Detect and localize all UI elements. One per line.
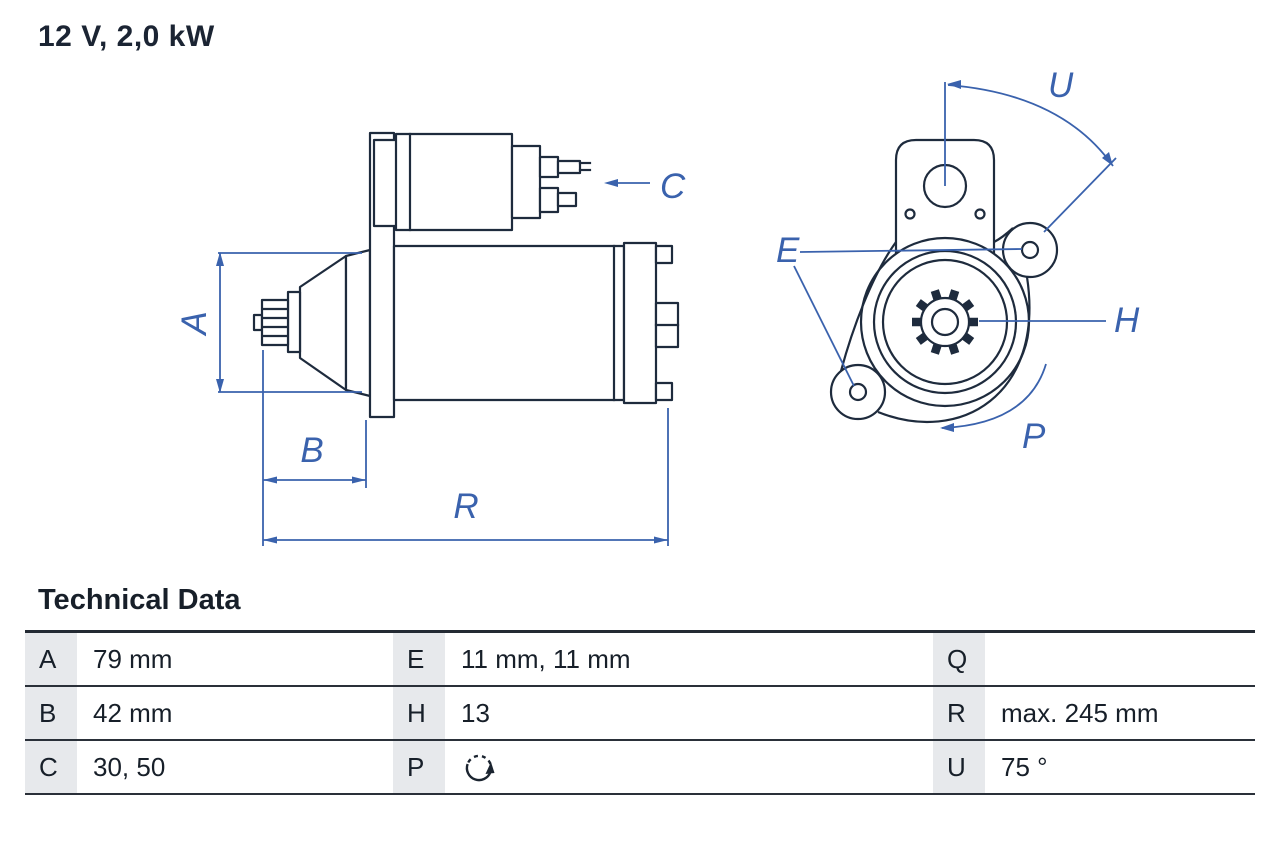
product-spec-title: 12 V, 2,0 kW [38, 20, 215, 53]
spec-value-b: 42 mm [93, 697, 173, 728]
spec-key-a: A [25, 633, 77, 685]
spec-key-b: B [25, 687, 77, 739]
technical-data-table: A 79 mm E 11 mm, 11 mm Q B 42 mm H 13 R … [25, 630, 1255, 795]
solenoid [372, 132, 592, 232]
dimension-a: A [175, 252, 362, 393]
annotation-c: C [604, 167, 686, 206]
spec-value-a: 79 mm [93, 643, 173, 674]
pinion-gear-side [252, 298, 290, 347]
motor-body [392, 241, 680, 405]
annotation-e: E [776, 231, 1023, 387]
spec-value-e: 11 mm, 11 mm [461, 643, 631, 674]
annotation-p: P [940, 363, 1047, 456]
dimension-r: R [263, 408, 669, 546]
front-view [829, 138, 1059, 423]
spec-value-u: 75 ° [1001, 751, 1048, 782]
spec-key-u: U [933, 741, 985, 793]
table-row: A 79 mm E 11 mm, 11 mm Q [25, 633, 1255, 687]
annotation-u: U [944, 66, 1117, 233]
rotation-direction-icon [465, 754, 495, 782]
spec-value-c: 30, 50 [93, 751, 166, 782]
spec-value-h: 13 [461, 697, 490, 728]
flange-edges [839, 227, 1031, 423]
spec-key-c: C [25, 741, 77, 793]
dimension-label-p: P [1022, 417, 1046, 456]
dimension-label-u: U [1048, 66, 1074, 105]
pinion-gear-front [912, 289, 978, 355]
dimension-label-a: A [175, 311, 214, 336]
mounting-holes [848, 163, 1040, 402]
dimension-label-c: C [660, 167, 686, 206]
spec-key-e: E [393, 633, 445, 685]
dimension-label-b: B [300, 431, 323, 470]
dimension-label-h: H [1114, 301, 1140, 340]
spec-key-h: H [393, 687, 445, 739]
technical-data-heading: Technical Data [38, 584, 241, 616]
dimension-label-e: E [776, 231, 800, 270]
spec-value-p [448, 741, 930, 793]
spec-key-q: Q [933, 633, 985, 685]
annotation-h: H [979, 301, 1140, 340]
table-row: B 42 mm H 13 R max. 245 mm [25, 687, 1255, 741]
spec-key-p: P [393, 741, 445, 793]
spec-value-q [988, 633, 1255, 685]
spec-value-r: max. 245 mm [1001, 697, 1159, 728]
front-view-annotations: U E H P [776, 66, 1140, 456]
side-view [252, 131, 680, 419]
dimension-b: B [262, 350, 367, 546]
spec-key-r: R [933, 687, 985, 739]
side-view-dimensions: A B R C [175, 167, 686, 546]
dimension-label-r: R [453, 487, 478, 526]
drive-end-housing [286, 248, 372, 398]
table-row: C 30, 50 P U 75 ° [25, 741, 1255, 795]
